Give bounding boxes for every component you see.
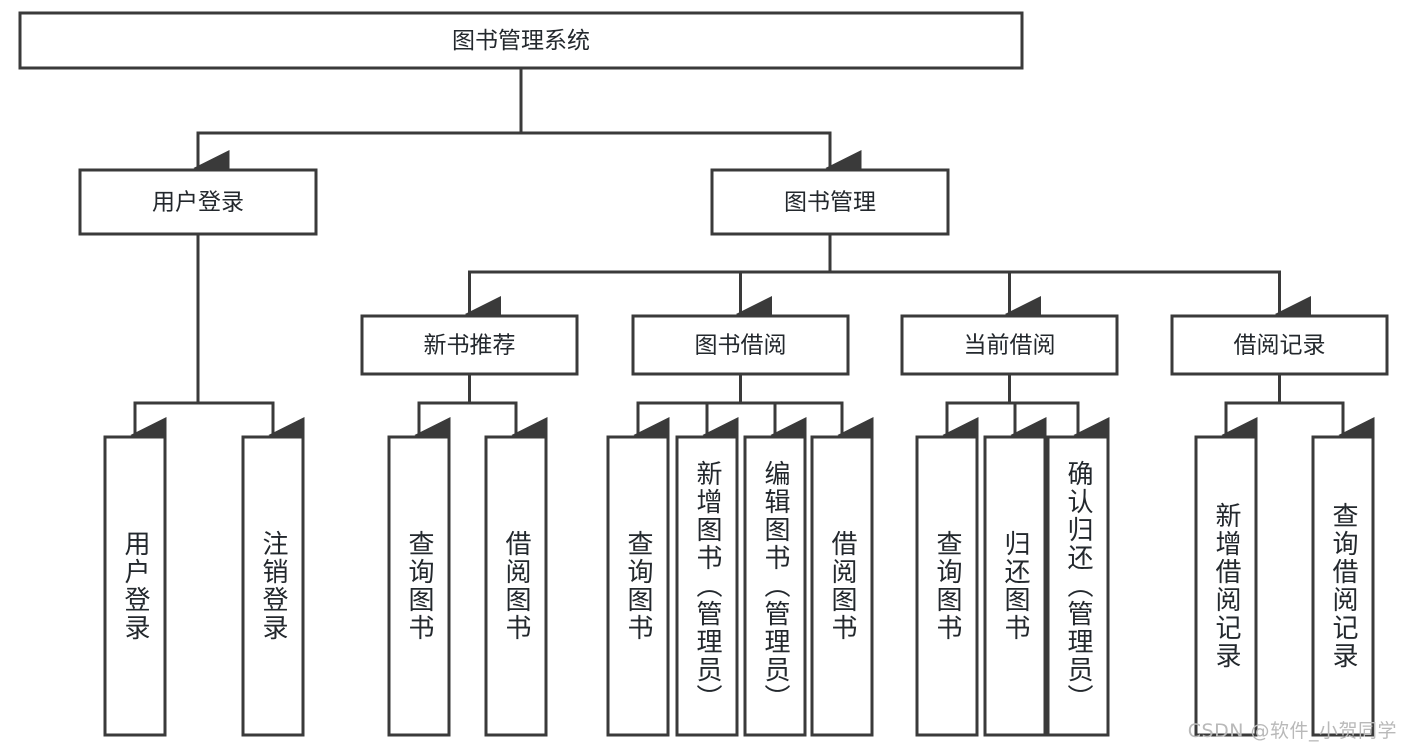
node-leaf-borrow-book[interactable] [810,435,874,737]
connector-layer [130,66,1375,453]
node-leaf-query-book-recommend[interactable] [387,435,451,737]
node-leaf-return-book[interactable] [983,435,1047,737]
node-label: 图书管理系统 [452,28,590,54]
node-leaf-user-logout[interactable] [241,435,305,737]
node-leaf-user-login[interactable] [103,435,167,737]
node-new-book-recommend[interactable] [360,314,579,376]
node-leaf-query-book[interactable] [606,435,670,737]
node-leaf-add-borrow-record[interactable] [1194,435,1258,737]
node-leaf-borrow-book-recommend[interactable] [484,435,548,737]
node-label: 借阅记录 [1234,333,1326,359]
node-leaf-edit-book-admin[interactable] [743,435,807,737]
node-current-borrow[interactable] [900,314,1119,376]
node-leaf-query-book-current[interactable] [915,435,979,737]
node-label: 图书管理 [784,190,876,216]
node-borrow-record[interactable] [1170,314,1389,376]
node-book-management[interactable] [710,168,950,236]
node-label: 用户登录 [152,190,244,216]
node-box-layer [18,11,1389,737]
node-user-login[interactable] [78,168,318,236]
node-label: 图书借阅 [695,333,787,359]
node-root[interactable] [18,11,1024,70]
node-leaf-confirm-return-admin[interactable] [1046,435,1110,737]
node-leaf-add-book-admin[interactable] [675,435,739,737]
node-leaf-query-borrow-record[interactable] [1311,435,1375,737]
node-label: 当前借阅 [964,333,1056,359]
watermark-text: CSDN @软件_小贺同学 [1187,720,1397,742]
node-label: 新书推荐 [424,333,516,359]
node-book-borrow[interactable] [631,314,850,376]
